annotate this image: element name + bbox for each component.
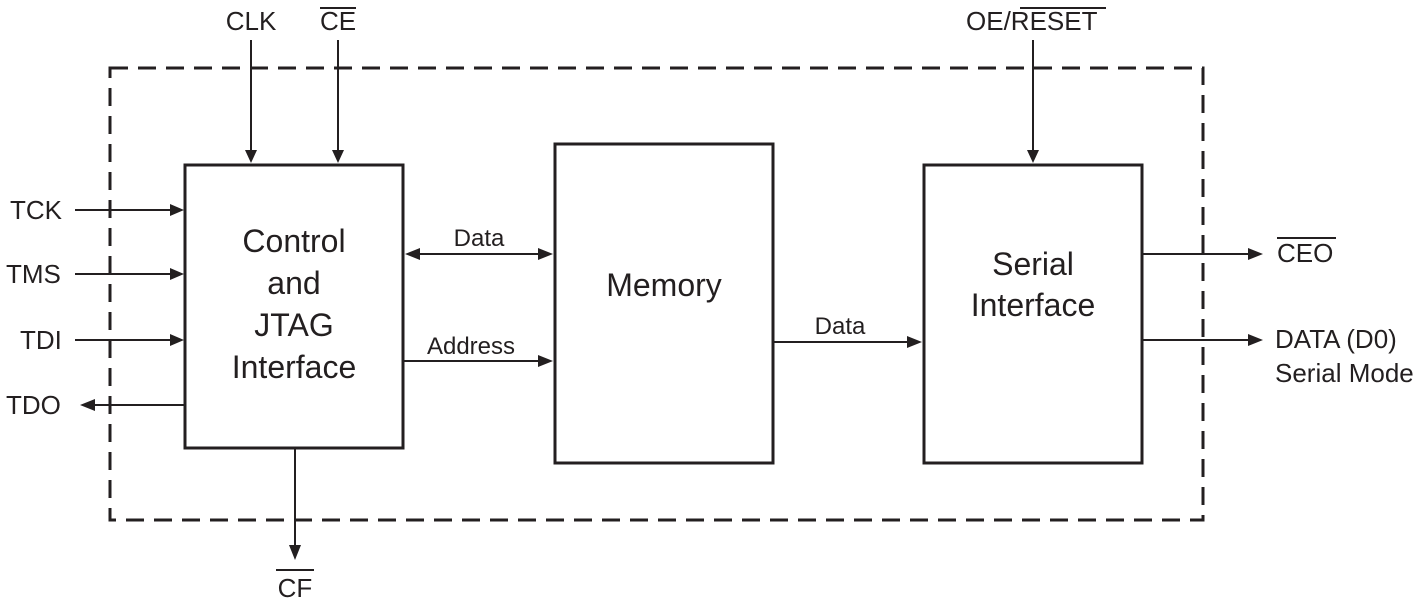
memory-label: Memory	[606, 267, 722, 303]
memory-serial-data-bus: Data	[773, 313, 922, 348]
tck-input: TCK	[10, 195, 184, 225]
ceo-label: CEO	[1277, 238, 1333, 268]
ce-arrowhead	[332, 150, 344, 163]
tms-input: TMS	[6, 259, 184, 289]
ceo-arrowhead	[1248, 248, 1263, 260]
control-memory-data-label: Data	[454, 225, 505, 252]
control-jtag-block: Control and JTAG Interface	[183, 163, 405, 450]
serial-interface-block: Serial Interface	[922, 163, 1144, 465]
memory-serial-data-label: Data	[815, 313, 866, 340]
clk-label: CLK	[226, 6, 277, 36]
control-jtag-label-line-3: JTAG	[254, 307, 333, 343]
cf-label: CF	[278, 573, 313, 603]
ce-label: CE	[320, 6, 356, 36]
oe-reset-label: OE/RESET	[966, 6, 1098, 36]
device-boundary	[108, 66, 1205, 522]
control-memory-address-arrowhead	[538, 355, 553, 367]
tck-arrowhead	[170, 204, 184, 216]
cf-output: CF	[276, 448, 314, 603]
clk-arrowhead	[245, 150, 257, 163]
tdi-label: TDI	[20, 325, 62, 355]
control-memory-data-arrowhead-left	[405, 248, 420, 260]
ceo-output: CEO	[1142, 237, 1336, 268]
control-jtag-label-line-4: Interface	[232, 349, 357, 385]
tck-label: TCK	[10, 195, 63, 225]
serial-interface-label-line-1: Serial	[992, 246, 1074, 282]
ce-input: CE	[320, 6, 356, 163]
tms-label: TMS	[6, 259, 61, 289]
memory-block: Memory	[553, 142, 775, 465]
control-jtag-label-line-1: Control	[242, 223, 345, 259]
oe-reset-arrowhead	[1027, 150, 1039, 163]
clk-input: CLK	[226, 6, 277, 163]
tdo-output: TDO	[6, 390, 185, 420]
serial-interface-box	[922, 163, 1144, 465]
data-d0-label: DATA (D0)	[1275, 324, 1397, 354]
oe-label: OE/	[966, 6, 1012, 36]
tdi-input: TDI	[20, 325, 184, 355]
tdi-arrowhead	[170, 334, 184, 346]
reset-label: RESET	[1011, 6, 1098, 36]
tdo-arrowhead	[80, 399, 95, 411]
control-memory-address-label: Address	[427, 333, 515, 360]
data-d0-output: DATA (D0) Serial Mode	[1142, 324, 1414, 388]
memory-box	[553, 142, 775, 465]
control-memory-data-arrowhead-right	[538, 248, 553, 260]
control-memory-address-bus: Address	[403, 333, 553, 367]
data-d0-arrowhead	[1248, 334, 1263, 346]
memory-serial-data-arrowhead	[907, 336, 922, 348]
cf-arrowhead	[289, 545, 301, 560]
serial-mode-label: Serial Mode	[1275, 358, 1414, 388]
serial-interface-label-line-2: Interface	[971, 287, 1096, 323]
tdo-label: TDO	[6, 390, 61, 420]
control-memory-data-bus: Data	[405, 225, 553, 260]
oe-reset-input: OE/RESET	[966, 6, 1106, 163]
control-jtag-label-line-2: and	[267, 265, 320, 301]
tms-arrowhead	[170, 268, 184, 280]
